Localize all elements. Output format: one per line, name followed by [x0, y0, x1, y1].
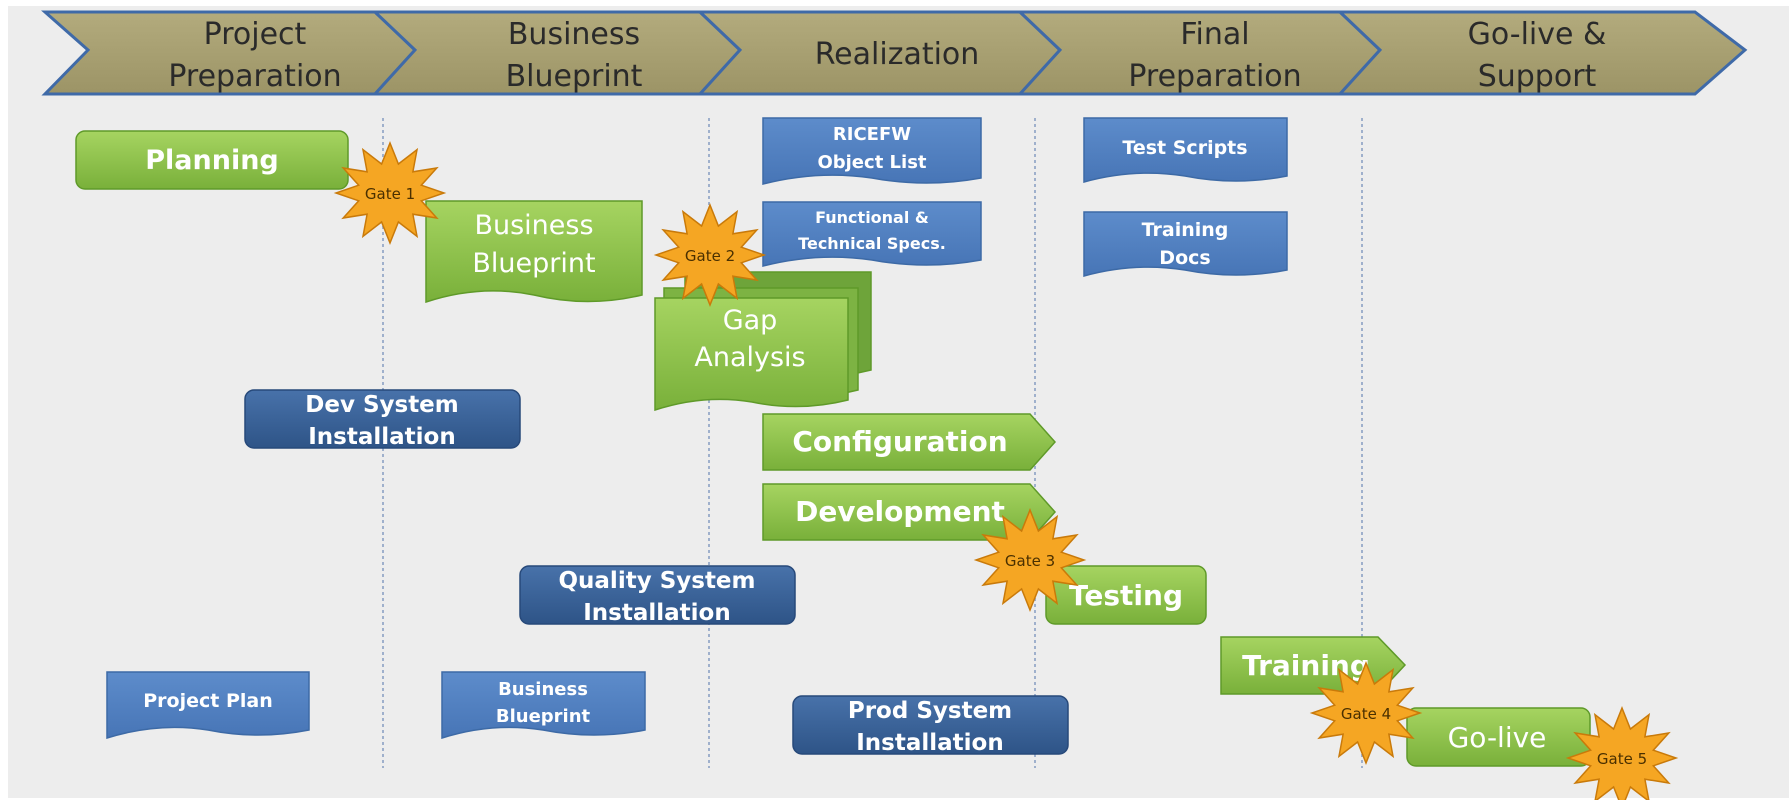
quality-gates: Gate 1 Gate 2 Gate 3 Gate 4 Gate 5 [333, 140, 1679, 800]
gate-1-starburst: Gate 1 [333, 140, 447, 246]
task-gap-analysis: Gap Analysis [654, 271, 872, 412]
gate-2-label: Gate 2 [685, 247, 735, 265]
gate-4-starburst: Gate 4 [1309, 660, 1423, 766]
gate-2-shape [653, 202, 767, 308]
phase-label-3-line1: Realization [815, 37, 980, 72]
gate-2-starburst: Gate 2 [653, 202, 767, 308]
phase-label-2-line2: Blueprint [506, 59, 643, 94]
gate-4-shape [1309, 660, 1423, 766]
quality-system-line2: Installation [583, 600, 730, 626]
gate-1-shape [333, 140, 447, 246]
quality-system-installation: Quality System Installation [519, 565, 796, 626]
task-business-blueprint: Business Blueprint [425, 200, 643, 304]
gate-5-shape [1565, 705, 1679, 800]
business-blueprint-line2: Blueprint [472, 248, 595, 279]
training-label: Training [1242, 649, 1370, 682]
gap-analysis-line2: Analysis [694, 342, 805, 373]
deliverable-ricefw: RICEFW Object List [762, 117, 982, 185]
quality-system-line1: Quality System [558, 568, 755, 594]
phase-label-4-line2: Preparation [1128, 59, 1301, 94]
go-live-label: Go-live [1448, 721, 1547, 754]
deliverable-specs: Functional & Technical Specs. [762, 201, 982, 267]
specs-line2: Technical Specs. [798, 234, 946, 253]
prod-system-installation: Prod System Installation [792, 695, 1069, 756]
dev-system-line2: Installation [308, 424, 455, 450]
deliverable-project-plan: Project Plan [106, 671, 310, 740]
task-development: Development [762, 483, 1057, 541]
phase-chevron-go-live-support [1336, 10, 1748, 96]
phase-label-2-line1: Business [508, 17, 640, 52]
phase-label-1-line1: Project [204, 17, 307, 52]
phase-label-5-line2: Support [1478, 59, 1597, 94]
deliverable-training-docs: Training Docs [1083, 211, 1288, 277]
task-configuration: Configuration [762, 413, 1057, 471]
deliverable-business-blueprint: Business Blueprint [441, 671, 646, 740]
task-planning: Planning [75, 130, 349, 190]
gap-analysis-line1: Gap [723, 305, 778, 336]
configuration-label: Configuration [792, 425, 1007, 458]
gate-3-starburst: Gate 3 [973, 507, 1087, 613]
phase-label-5-line1: Go-live & [1468, 17, 1607, 52]
business-blueprint-line1: Business [474, 210, 593, 241]
prod-system-line2: Installation [856, 730, 1003, 756]
blueprint-doc-line1: Business [498, 679, 588, 700]
task-testing: Testing [1045, 565, 1207, 625]
project-plan-label: Project Plan [143, 690, 273, 712]
specs-line1: Functional & [815, 208, 929, 227]
dev-system-installation: Dev System Installation [244, 389, 521, 450]
training-docs-line1: Training [1142, 219, 1229, 241]
gate-3-shape [973, 507, 1087, 613]
ricefw-line1: RICEFW [833, 124, 911, 145]
gate-5-label: Gate 5 [1597, 750, 1647, 768]
testing-label: Testing [1069, 579, 1183, 612]
development-label: Development [795, 495, 1005, 528]
gate-1-label: Gate 1 [365, 185, 415, 203]
dev-system-line1: Dev System [305, 392, 459, 418]
blueprint-doc-line2: Blueprint [496, 706, 591, 727]
phase-label-1-line2: Preparation [168, 59, 341, 94]
deliverable-test-scripts: Test Scripts [1083, 117, 1288, 183]
training-docs-line2: Docs [1159, 247, 1210, 269]
gate-4-label: Gate 4 [1341, 705, 1391, 723]
test-scripts-label: Test Scripts [1122, 137, 1247, 159]
phase-label-4-line1: Final [1180, 17, 1249, 52]
prod-system-line1: Prod System [848, 698, 1012, 724]
gate-3-label: Gate 3 [1005, 552, 1055, 570]
ricefw-line2: Object List [817, 152, 926, 173]
task-go-live: Go-live [1406, 707, 1591, 767]
planning-label: Planning [145, 145, 279, 176]
phase-bar: Project Preparation Business Blueprint R… [41, 10, 1748, 96]
gate-5-starburst: Gate 5 [1565, 705, 1679, 800]
